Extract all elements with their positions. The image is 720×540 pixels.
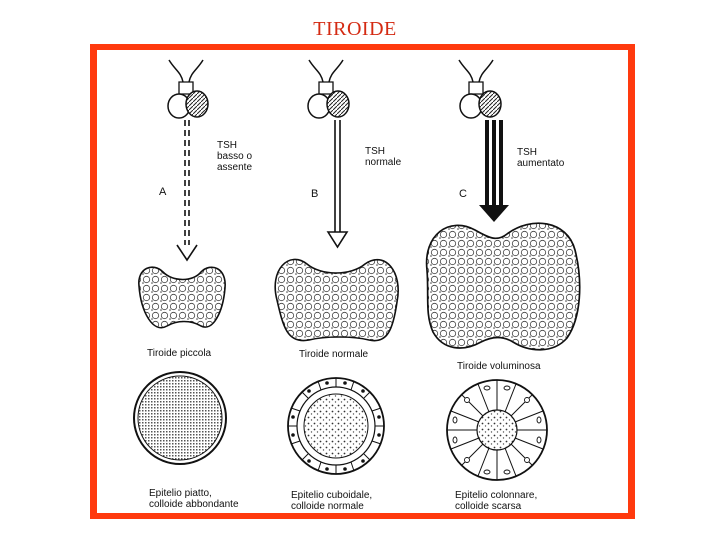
- gland-caption-a: Tiroide piccola: [147, 348, 211, 359]
- gland-caption-c: Tiroide voluminosa: [457, 361, 541, 372]
- tsh-arrow-b: [328, 120, 347, 247]
- pituitary-b: [308, 60, 349, 118]
- thyroid-figure: A B C TSH basso o assente TSH normale TS…: [97, 50, 628, 513]
- slide-title: TIROIDE: [0, 18, 710, 41]
- panel-letter-a: A: [159, 187, 166, 198]
- tsh-label-b: TSH normale: [365, 146, 401, 168]
- thyroid-gland-small: [139, 267, 225, 327]
- tsh-arrow-a: [177, 120, 197, 260]
- follicle-caption-c: Epitelio colonnare, colloide scarsa: [455, 490, 537, 512]
- follicle-cuboidal-epithelium: [288, 378, 384, 474]
- follicle-flat-epithelium: [134, 372, 226, 464]
- tsh-arrow-c: [479, 120, 509, 222]
- thyroid-gland-large: [427, 223, 580, 350]
- panel-letter-c: C: [459, 189, 467, 200]
- pituitary-c: [459, 60, 501, 118]
- follicle-columnar-epithelium: [447, 380, 547, 480]
- pituitary-a: [168, 60, 208, 118]
- panel-letter-b: B: [311, 189, 318, 200]
- follicle-caption-b: Epitelio cuboidale, colloide normale: [291, 490, 372, 512]
- thyroid-gland-normal: [275, 259, 398, 340]
- follicle-caption-a: Epitelio piatto, colloide abbondante: [149, 488, 239, 510]
- gland-caption-b: Tiroide normale: [299, 349, 368, 360]
- tsh-label-a: TSH basso o assente: [217, 140, 252, 173]
- tsh-label-c: TSH aumentato: [517, 147, 564, 169]
- thyroid-illustration: [97, 50, 628, 513]
